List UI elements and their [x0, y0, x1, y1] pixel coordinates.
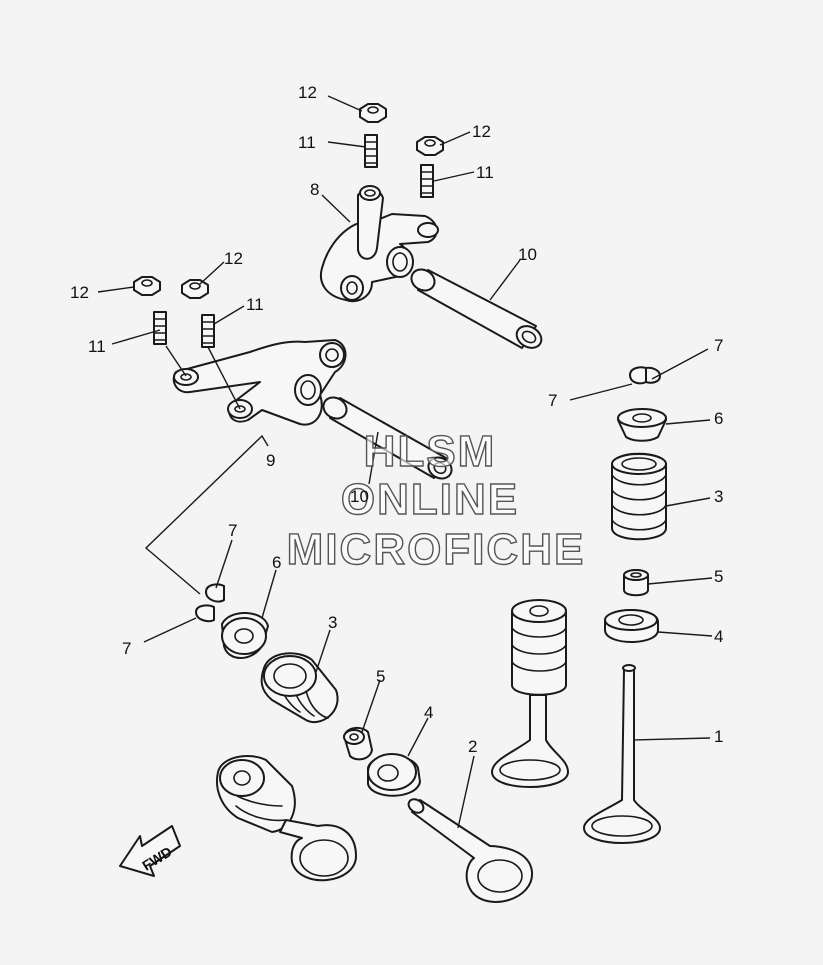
watermark-line2: ONLINE: [341, 475, 519, 524]
rocker-arm-8[interactable]: [320, 185, 439, 303]
callout-9: 9: [266, 451, 275, 470]
callout-6-left: 6: [272, 553, 281, 572]
callout-6-right: 6: [714, 409, 723, 428]
rocker-shaft-10-upper[interactable]: [408, 265, 546, 352]
valve-stem-seal-5-right[interactable]: [623, 569, 649, 597]
valve-cotter-7-right[interactable]: [629, 366, 661, 385]
adjuster-screw-11-left[interactable]: [153, 311, 167, 345]
callout-12-left2: 12: [224, 249, 243, 268]
callout-4-right: 4: [714, 627, 723, 646]
callout-3-left: 3: [328, 613, 337, 632]
callout-3-right: 3: [714, 487, 723, 506]
callout-7-right-b: 7: [548, 391, 557, 410]
callout-8: 8: [310, 180, 319, 199]
callout-2: 2: [468, 737, 477, 756]
callout-5-left: 5: [376, 667, 385, 686]
callout-1: 1: [714, 727, 723, 746]
valve-assembly-left[interactable]: [216, 755, 357, 882]
spring-seat-4-left[interactable]: [367, 753, 421, 797]
callout-12-left: 12: [70, 283, 89, 302]
spring-retainer-6-right[interactable]: [617, 408, 667, 442]
callout-4-left: 4: [424, 703, 433, 722]
callout-11-top-right: 11: [476, 163, 494, 182]
watermark-line1: HLSM: [364, 427, 497, 476]
rocker-shaft-10-lower[interactable]: [320, 393, 456, 482]
callout-7-left-b: 7: [122, 639, 131, 658]
adjuster-screw-11-top[interactable]: [364, 134, 378, 168]
callout-7-left-a: 7: [228, 521, 237, 540]
callout-12-top: 12: [298, 83, 317, 102]
valve-1-exhaust[interactable]: [583, 664, 661, 844]
rocker-arm-9[interactable]: [172, 339, 347, 426]
callout-7-right-a: 7: [714, 336, 723, 355]
valve-cotter-7-left-b[interactable]: [195, 604, 215, 623]
callout-5-right: 5: [714, 567, 723, 586]
valve-2-intake[interactable]: [406, 796, 534, 903]
spring-seat-4-right[interactable]: [604, 609, 659, 643]
valve-assembly-center[interactable]: [491, 599, 569, 788]
spring-retainer-6-left[interactable]: [221, 611, 269, 659]
valve-spring-3-right[interactable]: [611, 452, 667, 541]
callout-11-left: 11: [88, 337, 106, 356]
watermark: HLSM ONLINE MICROFICHE: [286, 426, 586, 574]
callout-12-top-right: 12: [472, 122, 491, 141]
callout-10-upper: 10: [518, 245, 537, 264]
callout-10-lower: 10: [350, 487, 369, 506]
adjuster-screw-11-left2[interactable]: [201, 314, 215, 348]
valve-spring-3-left[interactable]: [260, 652, 339, 723]
callout-11-top: 11: [298, 133, 316, 152]
nut-12-left2[interactable]: [181, 279, 209, 299]
forward-direction-arrow-icon: [119, 825, 181, 877]
adjuster-screw-11-top-right[interactable]: [420, 164, 434, 198]
watermark-line3: MICROFICHE: [287, 525, 586, 574]
leader-lines: [97, 95, 713, 829]
valve-cotter-7-left-a[interactable]: [205, 583, 225, 603]
valve-stem-seal-5-left[interactable]: [343, 726, 373, 761]
nut-12-left[interactable]: [133, 276, 161, 296]
nut-12-top-right[interactable]: [416, 136, 444, 156]
callout-11-left2: 11: [246, 295, 264, 314]
nut-12-top[interactable]: [359, 103, 387, 123]
